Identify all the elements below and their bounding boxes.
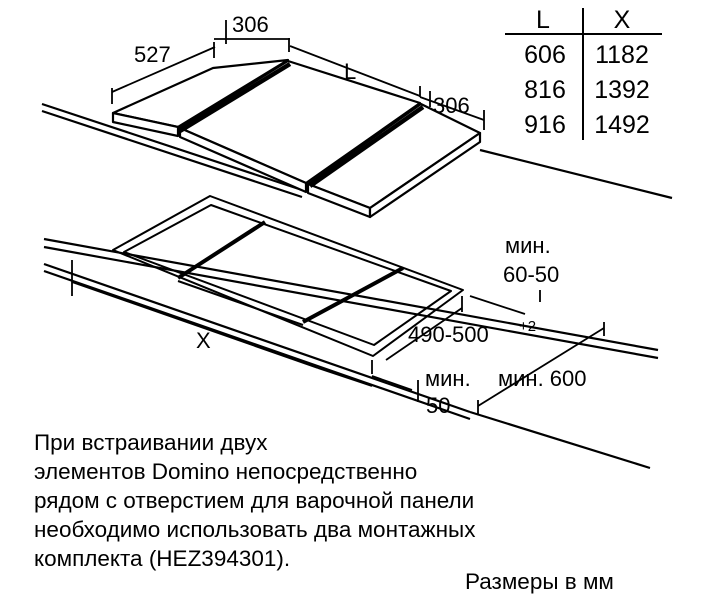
note-line: необходимо использовать два монтажных (34, 517, 476, 542)
table-header-x: X (614, 6, 631, 34)
dim-min-600 (477, 322, 605, 414)
module-right-side (368, 131, 482, 219)
dim-527-label: 527 (134, 42, 171, 67)
note-line: комплекта (HEZ394301). (34, 546, 291, 571)
note-line: При встраивании двух (34, 430, 268, 455)
dim-l (289, 45, 421, 97)
module-seam-left (178, 62, 292, 133)
installation-note: При встраивании двух элементов Domino не… (34, 428, 674, 573)
dim-527 (111, 42, 216, 104)
worktop-cutout (112, 195, 464, 357)
dim-min-50-prefix: мин. (425, 366, 471, 391)
table-cell-l: 606 (524, 41, 566, 69)
domino-modules (111, 58, 482, 219)
table-cell-x: 1392 (594, 76, 650, 104)
dim-490-500 (385, 296, 463, 361)
dim-x (71, 260, 373, 387)
units-caption: Размеры в мм (465, 569, 614, 594)
module-left-front (111, 111, 180, 138)
dim-x-label: X (196, 328, 211, 353)
dim-306-left (214, 20, 290, 52)
dim-306-right-label: 306 (433, 93, 470, 118)
dim-min-50 (371, 375, 419, 402)
dim-306-right (419, 91, 485, 130)
dim-min-60-50-value: 60-50 (503, 262, 559, 287)
dim-min-60-50 (469, 290, 541, 315)
note-line: рядом с отверстием для варочной панели (34, 488, 475, 513)
table-header-l: L (536, 6, 550, 34)
table-cell-l: 916 (524, 111, 566, 139)
dim-l-label: L (344, 59, 356, 84)
dim-min-600-label: мин. 600 (498, 366, 587, 391)
dimension-table: L X 606 1182 816 1392 916 1492 (505, 6, 662, 140)
module-middle-front (178, 126, 308, 194)
table-cell-x: 1492 (594, 111, 650, 139)
dim-490-500-label: 490-500 (408, 322, 489, 347)
dim-490-500-tolerance: +2 (519, 318, 536, 335)
lower-worktop-edge (43, 237, 659, 470)
dim-min-60-50-prefix: мин. (505, 233, 551, 258)
module-seam-right (308, 105, 425, 188)
upper-worktop-edge (41, 102, 673, 200)
table-cell-l: 816 (524, 76, 566, 104)
table-cell-x: 1182 (595, 41, 649, 69)
dim-min-50-value: 50 (426, 393, 450, 418)
note-line: элементов Domino непосредственно (34, 459, 418, 484)
dim-306-left-label: 306 (232, 12, 269, 37)
